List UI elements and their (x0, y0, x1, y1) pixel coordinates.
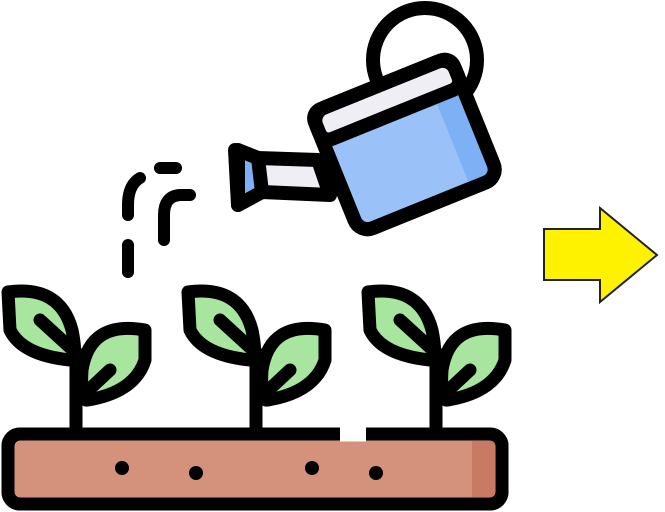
arrow-right-icon (543, 205, 659, 305)
soil-bed-icon (1, 426, 509, 511)
watering-can-icon (228, 1, 502, 237)
plant-icon (368, 291, 505, 432)
plants (1, 284, 505, 439)
water-drops-icon (122, 162, 196, 278)
plant-icon (1, 284, 152, 439)
plant-icon (188, 291, 325, 432)
